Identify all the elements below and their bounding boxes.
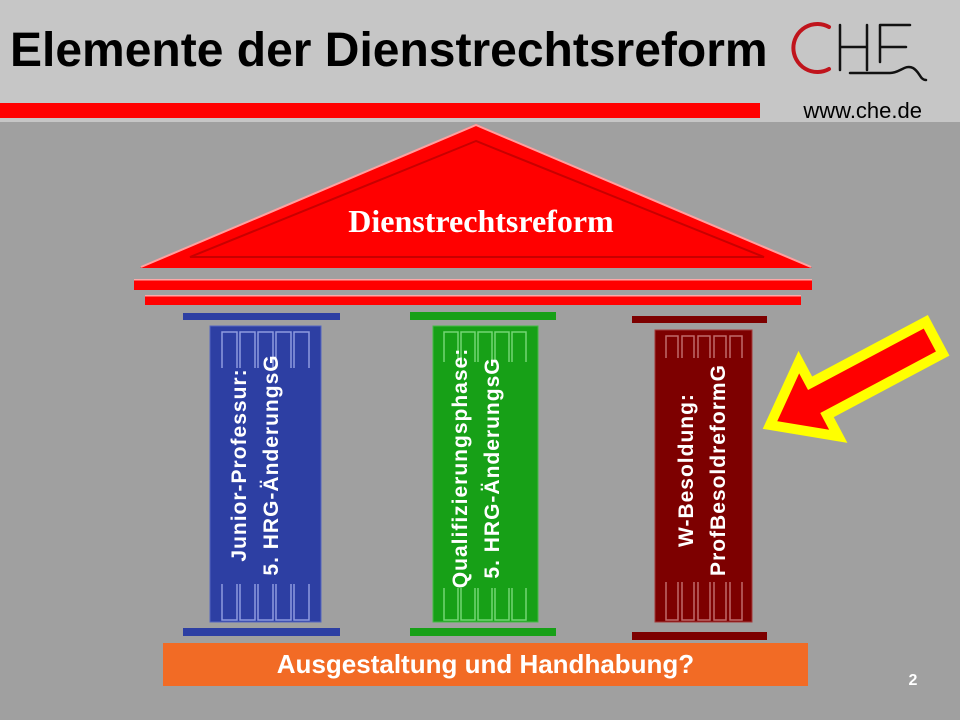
pillar-3-capital <box>632 316 767 323</box>
arrow-down-left-icon <box>762 315 950 443</box>
roof-inner-outline <box>189 139 765 258</box>
entablature-lower-bar <box>145 295 801 305</box>
pillar-2 <box>410 312 556 636</box>
pillar-1-shaft <box>209 325 322 623</box>
pillar-2-shaft <box>432 325 539 623</box>
pillar-3-top-fluting <box>665 335 743 358</box>
pillar-3-title: W-Besoldung: <box>675 393 698 547</box>
pillar-2-text: Qualifizierungsphase: 5. HRG-ÄnderungsG <box>445 338 509 598</box>
pillar-1-capital <box>183 313 340 320</box>
foundation-slab <box>163 643 808 686</box>
pillar-1-text: Junior-Professur: 5. HRG-ÄnderungsG <box>224 335 288 595</box>
logo-letter-h <box>838 23 869 72</box>
entablature <box>134 279 812 305</box>
roof-triangle <box>140 124 812 268</box>
pillar-3 <box>632 316 767 640</box>
pillar-2-bottom-fluting <box>443 588 527 621</box>
pillar-1-title: Junior-Professur: <box>228 368 251 562</box>
logo-letter-c <box>791 22 831 74</box>
pillar-3-base <box>632 632 767 640</box>
pillar-3-law: ProfBesoldreformG <box>707 364 730 576</box>
page-number: 2 <box>908 672 918 689</box>
logo-letter-e <box>878 23 912 64</box>
logo-swoosh <box>848 65 928 82</box>
title-underline-bar <box>0 103 760 118</box>
pillar-3-text: W-Besoldung: ProfBesoldreformG <box>671 340 735 600</box>
header-band <box>0 0 960 122</box>
che-logo-icon <box>791 22 928 82</box>
pillar-2-base <box>410 628 556 636</box>
pillar-2-title: Qualifizierungsphase: <box>449 347 472 589</box>
pillar-1-law: 5. HRG-ÄnderungsG <box>260 354 283 576</box>
entablature-upper-bar <box>134 279 812 290</box>
pillar-2-law: 5. HRG-ÄnderungsG <box>481 357 504 579</box>
highlight-arrow-shape <box>762 315 950 443</box>
foundation-label: Ausgestaltung und Handhabung? <box>276 649 695 679</box>
pillar-2-top-fluting <box>443 331 527 362</box>
pillar-1-top-fluting <box>221 331 310 368</box>
website-url: www.che.de <box>803 98 922 123</box>
slide-title: Elemente der Dienstrechtsreform <box>10 24 768 77</box>
pillar-1-base <box>183 628 340 636</box>
pillar-2-capital <box>410 312 556 320</box>
roof-edge-highlight <box>140 123 812 268</box>
pillar-3-bottom-fluting <box>665 582 743 621</box>
roof-pediment <box>140 123 812 268</box>
pillar-3-shaft <box>654 329 753 623</box>
roof-label: Dienstrechtsreform <box>348 203 614 239</box>
pillar-1-bottom-fluting <box>221 584 310 621</box>
pillar-1 <box>183 313 340 636</box>
